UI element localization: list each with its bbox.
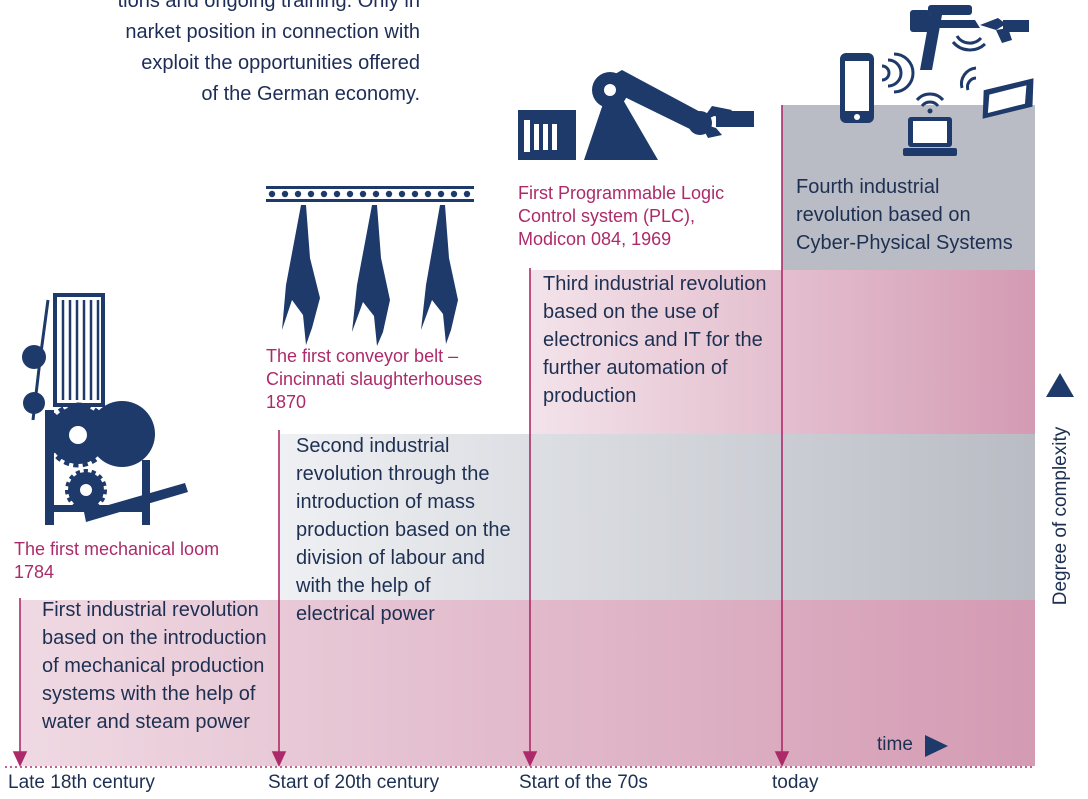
x-axis-label: time bbox=[877, 734, 913, 755]
caption-line: Cincinnati slaughterhouses bbox=[266, 369, 483, 389]
milestone-caption: The first mechanical loom 1784 bbox=[14, 538, 219, 584]
connected-devices-icon bbox=[840, 5, 1034, 156]
revolution-line: production bbox=[543, 385, 637, 407]
intro-line: exploit the opportunities offered bbox=[141, 52, 420, 74]
revolution-line: revolution based on bbox=[796, 204, 971, 226]
caption-line: 1870 bbox=[266, 392, 307, 412]
era-label: Late 18th century bbox=[8, 772, 155, 793]
caption-line: Modicon 084, 1969 bbox=[518, 229, 672, 249]
revolution-line: systems with the help of bbox=[42, 683, 256, 705]
revolution-description: Fourth industrial revolution based on Cy… bbox=[796, 173, 1013, 257]
era-label: Start of 20th century bbox=[268, 772, 440, 793]
caption-line: The first mechanical loom bbox=[14, 539, 220, 559]
revolution-line: revolution through the bbox=[296, 463, 490, 485]
revolution-line: Third industrial revolution bbox=[543, 273, 767, 295]
band-first-revolution bbox=[20, 600, 1035, 766]
revolution-line: further automation of bbox=[543, 357, 728, 379]
caption-line: 1784 bbox=[14, 562, 55, 582]
caption-line: Control system (PLC), bbox=[518, 206, 696, 226]
robot-arm-icon bbox=[518, 70, 754, 160]
revolution-line: Fourth industrial bbox=[796, 176, 940, 198]
complexity-arrow-icon bbox=[1046, 373, 1074, 397]
era-lines bbox=[12, 105, 790, 767]
caption-line: The first conveyor belt – bbox=[266, 346, 459, 366]
revolution-description: Second industrial revolution through the… bbox=[296, 432, 511, 628]
era-label: today bbox=[772, 772, 819, 793]
revolution-line: based on the use of bbox=[543, 301, 719, 323]
revolution-line: First industrial revolution bbox=[42, 599, 259, 621]
revolution-line: water and steam power bbox=[42, 711, 250, 733]
time-arrow-icon bbox=[925, 735, 948, 757]
revolution-description: First industrial revolution based on the… bbox=[42, 596, 267, 736]
revolution-line: Cyber-Physical Systems bbox=[796, 232, 1013, 254]
revolution-line: electronics and IT for the bbox=[543, 329, 763, 351]
revolution-line: based on the introduction bbox=[42, 627, 267, 649]
revolution-line: with the help of bbox=[296, 575, 431, 597]
conveyor-belt-icon bbox=[266, 186, 474, 346]
era-label: Start of the 70s bbox=[519, 772, 648, 793]
revolution-line: division of labour and bbox=[296, 547, 486, 569]
intro-line: of the German economy. bbox=[201, 83, 420, 105]
revolution-line: Second industrial bbox=[296, 435, 450, 457]
milestone-caption: First Programmable Logic Control system … bbox=[518, 182, 724, 251]
revolution-line: introduction of mass bbox=[296, 491, 475, 513]
loom-icon bbox=[22, 293, 188, 525]
milestone-caption: The first conveyor belt – Cincinnati sla… bbox=[266, 345, 482, 414]
intro-line: narket position in connection with bbox=[125, 21, 420, 43]
intro-line: tions and ongoing training. Only in bbox=[117, 0, 420, 12]
band-second-revolution bbox=[280, 434, 1035, 600]
revolution-line: production based on the bbox=[296, 519, 511, 541]
y-axis-label: Degree of complexity bbox=[1050, 426, 1071, 606]
revolution-line: of mechanical production bbox=[42, 655, 265, 677]
revolution-description: Third industrial revolution based on the… bbox=[543, 270, 766, 410]
revolution-line: electrical power bbox=[296, 603, 435, 625]
caption-line: First Programmable Logic bbox=[518, 183, 725, 203]
